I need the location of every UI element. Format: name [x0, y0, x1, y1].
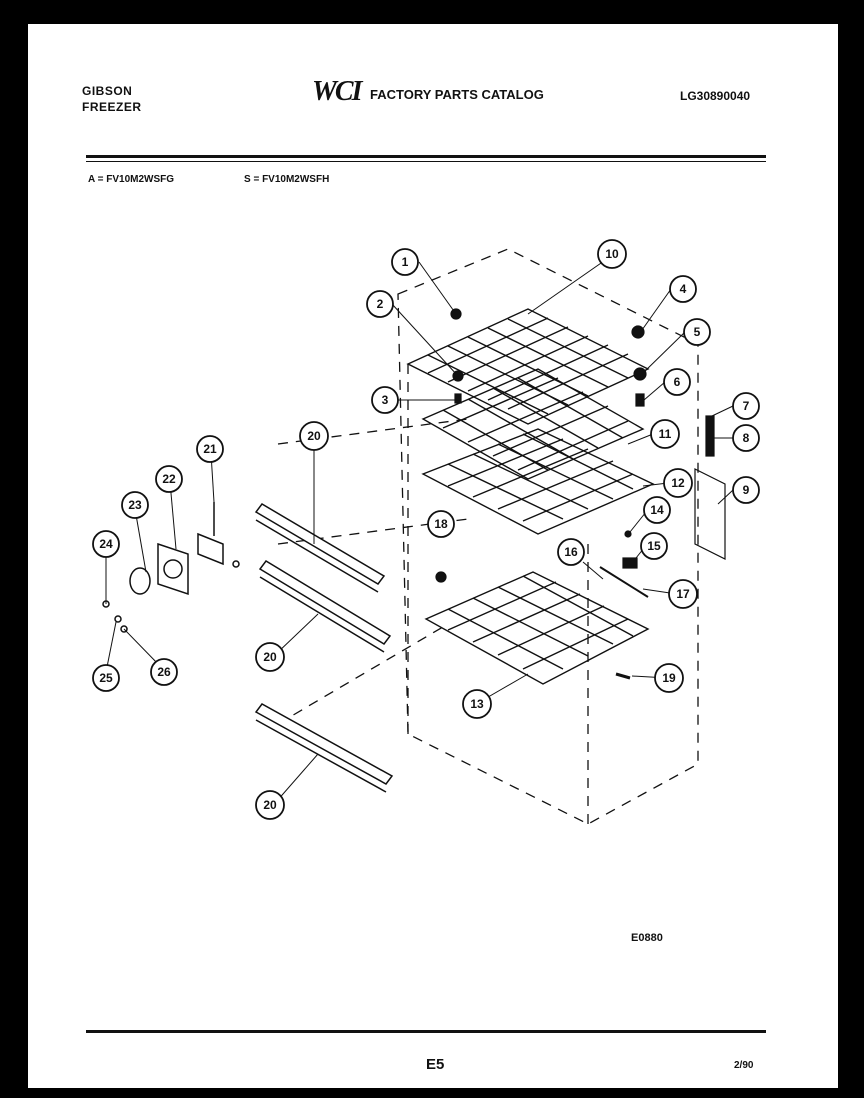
header-rule-thin: [86, 161, 766, 162]
svg-text:6: 6: [674, 375, 681, 389]
callout-6: 6: [663, 368, 691, 396]
callout-20a: 20: [299, 421, 329, 451]
callout-21: 21: [196, 435, 224, 463]
svg-text:25: 25: [99, 671, 113, 685]
svg-text:11: 11: [659, 427, 672, 441]
callout-23: 23: [121, 491, 149, 519]
shelf-10: [406, 308, 650, 425]
callout-9: 9: [732, 476, 760, 504]
callout-24: 24: [92, 530, 120, 558]
svg-text:2: 2: [377, 297, 384, 311]
leader-lines: [105, 260, 738, 803]
callout-14: 14: [643, 496, 671, 524]
small-parts: [435, 308, 726, 680]
svg-text:3: 3: [382, 393, 389, 407]
svg-text:8: 8: [743, 431, 750, 445]
callout-15: 15: [640, 532, 668, 560]
exploded-parts-diagram: 1 2 3 4 5 6 7 8 9 10 11 12 13 14 15 16 1…: [92, 239, 760, 825]
svg-text:15: 15: [647, 539, 661, 553]
svg-text:5: 5: [694, 325, 701, 339]
callout-16: 16: [557, 538, 585, 566]
svg-text:23: 23: [128, 498, 142, 512]
shelf-11: [421, 368, 645, 480]
callout-20c: 20: [255, 790, 285, 820]
catalog-title: FACTORY PARTS CATALOG: [370, 87, 544, 102]
svg-text:14: 14: [650, 503, 664, 517]
wci-logo: WCI: [312, 76, 362, 107]
svg-text:24: 24: [99, 537, 113, 551]
svg-text:13: 13: [470, 697, 484, 711]
cabinet-outline: [277, 248, 699, 825]
svg-text:1: 1: [402, 255, 409, 269]
page-number: E5: [426, 1056, 445, 1073]
product-type: FREEZER: [82, 100, 142, 114]
callout-2: 2: [366, 290, 394, 318]
callout-11: 11: [650, 419, 680, 449]
header-rule: [86, 155, 766, 158]
callout-12: 12: [663, 468, 693, 498]
callout-4: 4: [669, 275, 697, 303]
svg-text:16: 16: [564, 545, 578, 559]
svg-text:20: 20: [263, 798, 277, 812]
callout-25: 25: [92, 664, 120, 692]
diagram-code: E0880: [631, 932, 663, 944]
page-date: 2/90: [734, 1060, 754, 1071]
callout-17: 17: [668, 579, 698, 609]
callout-3: 3: [371, 386, 399, 414]
callout-8: 8: [732, 424, 760, 452]
svg-text:20: 20: [263, 650, 277, 664]
catalog-page: GIBSON FREEZER WCI FACTORY PARTS CATALOG…: [28, 24, 838, 1088]
callout-22: 22: [155, 465, 183, 493]
callout-19: 19: [654, 663, 684, 693]
svg-text:20: 20: [307, 429, 321, 443]
callout-10: 10: [597, 239, 627, 269]
svg-text:18: 18: [434, 517, 448, 531]
shelf-13: [424, 571, 650, 685]
shelf-12: [421, 428, 655, 535]
model-b-label: S = FV10M2WSFH: [244, 174, 330, 185]
door-rails: [254, 503, 394, 793]
svg-text:7: 7: [743, 399, 750, 413]
svg-text:9: 9: [743, 483, 750, 497]
thermostat-assembly: [102, 502, 240, 633]
footer-rule: [86, 1030, 766, 1033]
svg-text:22: 22: [162, 472, 176, 486]
callout-7: 7: [732, 392, 760, 420]
svg-text:19: 19: [662, 671, 676, 685]
callout-5: 5: [683, 318, 711, 346]
brand-name: GIBSON: [82, 84, 133, 98]
callout-13: 13: [462, 689, 492, 719]
svg-text:12: 12: [671, 476, 685, 490]
svg-text:21: 21: [203, 442, 217, 456]
callout-26: 26: [150, 658, 178, 686]
catalog-number: LG30890040: [680, 89, 751, 103]
svg-text:10: 10: [605, 247, 619, 261]
callout-1: 1: [391, 248, 419, 276]
svg-text:17: 17: [676, 587, 690, 601]
callout-18: 18: [427, 510, 455, 538]
callout-20b: 20: [255, 642, 285, 672]
svg-text:26: 26: [157, 665, 171, 679]
model-a-label: A = FV10M2WSFG: [88, 174, 175, 185]
shelves: [406, 308, 655, 685]
svg-text:4: 4: [680, 282, 687, 296]
